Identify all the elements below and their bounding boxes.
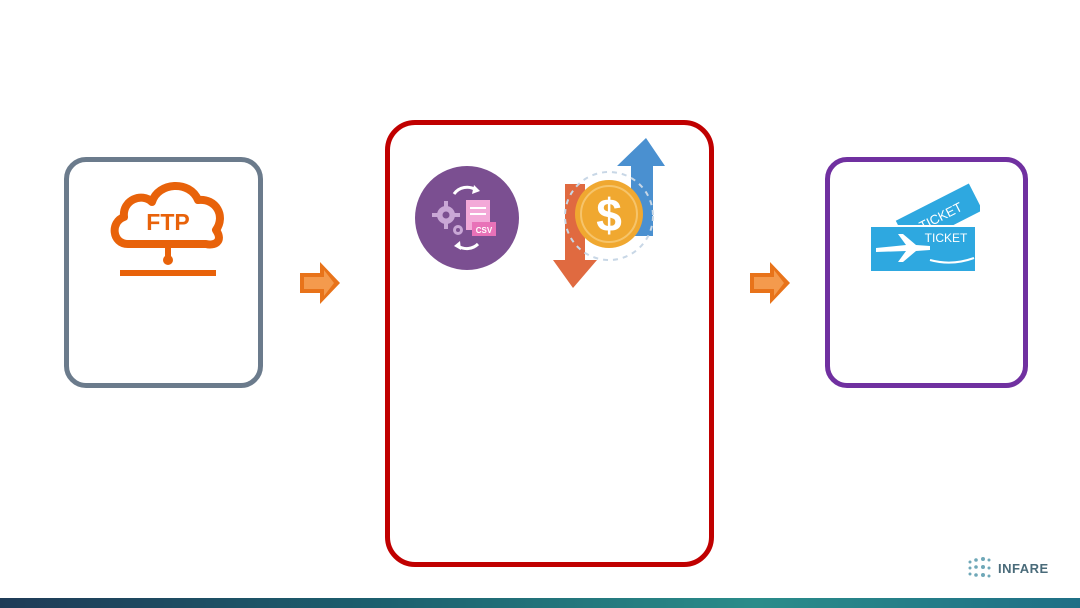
dot-grid-icon [968,557,991,578]
ticket-label-front: TICKET [925,231,968,245]
csv-label: CSV [476,226,493,235]
infare-logo: INFARE [966,556,1049,580]
airline-ticket-icon: TICKET TICKET [869,183,980,273]
right-arrow-icon [300,262,340,304]
logo-text: INFARE [998,560,1049,576]
ftp-source-box [64,157,263,388]
footer-bar [0,598,1080,608]
right-arrow-icon [750,262,790,304]
csv-sync-icon: CSV [415,166,519,270]
cloud-ftp-icon: FTP [110,182,224,276]
price-change-icon: $ [553,138,665,288]
ftp-label: FTP [146,209,189,235]
dollar-sign: $ [596,189,622,241]
